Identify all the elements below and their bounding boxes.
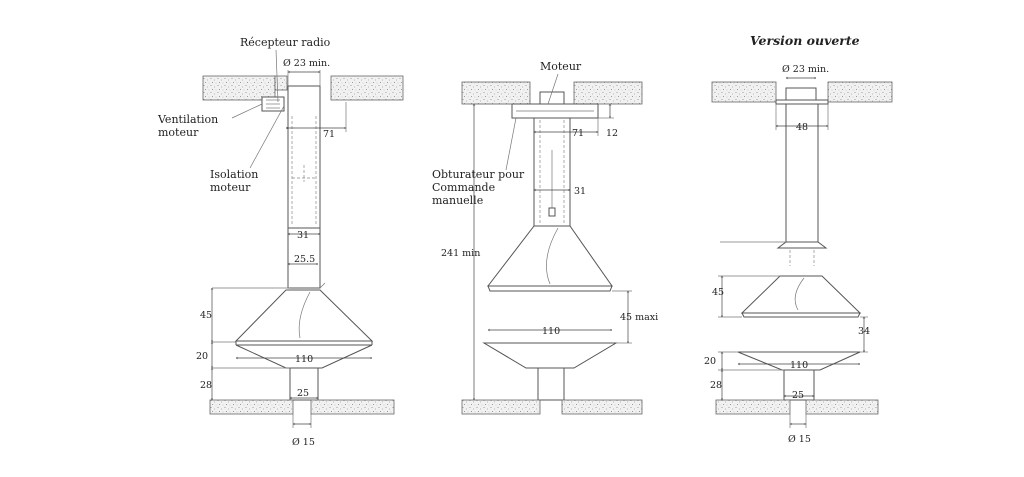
dim-left-diameter-23: Ø 23 min. [283,58,330,69]
hood-bottom-left [235,344,373,369]
label-isolation: Isolation [210,168,258,181]
pipe-middle [537,367,565,401]
dim-right-28: 28 [710,380,722,391]
hood-right [740,275,862,314]
hood-middle [486,225,613,287]
chimney-left [287,85,321,229]
dim-left-28: 28 [200,380,212,391]
motor-fitting [539,91,565,105]
view-right: Version ouverte Ø 23 min. 48 45 [704,33,893,445]
collar-left [287,227,321,289]
floor-slab-right-a [715,399,791,415]
label-ventilation-moteur: moteur [158,126,199,139]
label-ventilation: Ventilation [157,113,218,126]
ceiling-slab-left-a [202,75,276,101]
dim-left-20: 20 [196,351,208,362]
floor-slab-left-a [209,399,294,415]
label-commande: Commande [432,181,495,194]
dim-left-110: 110 [295,354,313,365]
fitting-right [785,87,817,101]
dim-right-diameter-23: Ø 23 min. [782,64,829,75]
dim-middle-31: 31 [574,186,586,197]
dim-middle-71: 71 [572,128,584,139]
dim-middle-45-maxi: 45 maxi [620,312,658,323]
dim-right-45: 45 [712,287,724,298]
dim-middle-12: 12 [606,128,618,139]
dim-right-48: 48 [796,122,808,133]
floor-slab-middle-b [561,399,643,415]
ceiling-slab-left-b [330,75,404,101]
label-recepteur-radio: Récepteur radio [240,36,331,49]
floor-slab-right-b [805,399,879,415]
ceiling-slab-middle-b [573,81,643,105]
ceiling-slab-middle-a [461,81,531,105]
label-obturateur: Obturateur pour [432,168,525,181]
dim-left-25-5: 25.5 [294,254,315,265]
label-moteur: Moteur [540,60,582,73]
view-left: Récepteur radio Ventilation moteur Isola… [157,36,404,448]
ceiling-slab-right-b [827,81,893,103]
dim-right-diameter-15: Ø 15 [788,434,811,445]
dim-middle-241: 241 min [441,248,480,259]
floor-slab-middle-a [461,399,541,415]
shutter-knob [548,207,556,217]
ceiling-slab-right-a [711,81,777,103]
ceiling-plate-right [775,99,829,105]
label-manuelle: manuelle [432,194,483,207]
hood-rim-right [741,312,861,318]
dim-right-34: 34 [858,326,870,337]
title-version-ouverte: Version ouverte [750,33,860,48]
label-isolation-moteur: moteur [210,181,251,194]
dim-right-20: 20 [704,356,716,367]
dim-left-31: 31 [297,230,309,241]
ceiling-slab-left-c [274,75,288,91]
dim-right-25: 25 [792,390,804,401]
bowl-middle [482,342,618,369]
dim-middle-110: 110 [542,326,560,337]
floor-slab-left-b [310,399,395,415]
dim-right-110: 110 [790,360,808,371]
dim-left-diameter-15: Ø 15 [292,437,315,448]
hood-left [234,289,374,342]
dim-left-25: 25 [297,388,309,399]
dim-left-45: 45 [200,310,212,321]
pipe-left [289,367,319,401]
view-middle: Moteur Obturateur pour Commande manuelle… [432,60,658,415]
chimney-base-right [776,241,828,249]
hood-rim-middle [487,285,613,292]
dim-left-71: 71 [323,129,335,140]
